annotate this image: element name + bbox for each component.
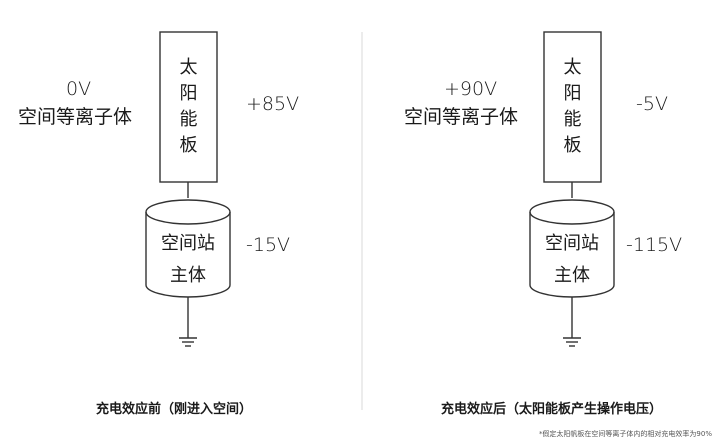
left-station-label: 空间站 主体 <box>146 228 230 292</box>
right-caption: 充电效应后（太阳能板产生操作电压） <box>441 402 663 417</box>
left-panel-char-1: 太 <box>179 57 198 78</box>
right-plasma-label: 空间等离子体 <box>404 106 519 128</box>
left-panel-char-3: 能 <box>179 109 198 130</box>
right-panel-char-1: 太 <box>563 57 582 78</box>
right-station-label: 空间站 主体 <box>530 228 614 292</box>
right-panel-char-2: 阳 <box>563 83 582 104</box>
left-panel-voltage: +85V <box>246 93 300 115</box>
right-panel-voltage: -5V <box>636 93 668 115</box>
left-solar-panel-label: 太 阳 能 板 <box>160 55 217 159</box>
right-solar-panel-label: 太 阳 能 板 <box>544 55 601 159</box>
left-station-line-2: 主体 <box>170 265 206 286</box>
left-station-line-1: 空间站 <box>161 233 215 254</box>
left-caption: 充电效应前（刚进入空间） <box>96 402 253 417</box>
left-panel-char-4: 板 <box>179 135 198 156</box>
left-station-voltage: -15V <box>246 234 291 256</box>
right-panel-char-3: 能 <box>563 109 582 130</box>
right-panel-char-4: 板 <box>563 135 582 156</box>
left-panel-char-2: 阳 <box>179 83 198 104</box>
left-plasma-voltage: 0V <box>66 78 92 100</box>
right-plasma-voltage: +90V <box>444 78 498 100</box>
right-station-line-2: 主体 <box>554 265 590 286</box>
right-station-cylinder <box>529 199 615 298</box>
footnote: *假定太阳帆板在空间等离子体内的相对充电效率为90% <box>538 430 712 438</box>
right-station-voltage: -115V <box>626 234 683 256</box>
left-station-cylinder <box>145 199 231 298</box>
left-ground-icon <box>179 297 197 347</box>
right-station-line-1: 空间站 <box>545 233 599 254</box>
right-ground-icon <box>563 297 581 347</box>
left-plasma-label: 空间等离子体 <box>18 106 133 128</box>
